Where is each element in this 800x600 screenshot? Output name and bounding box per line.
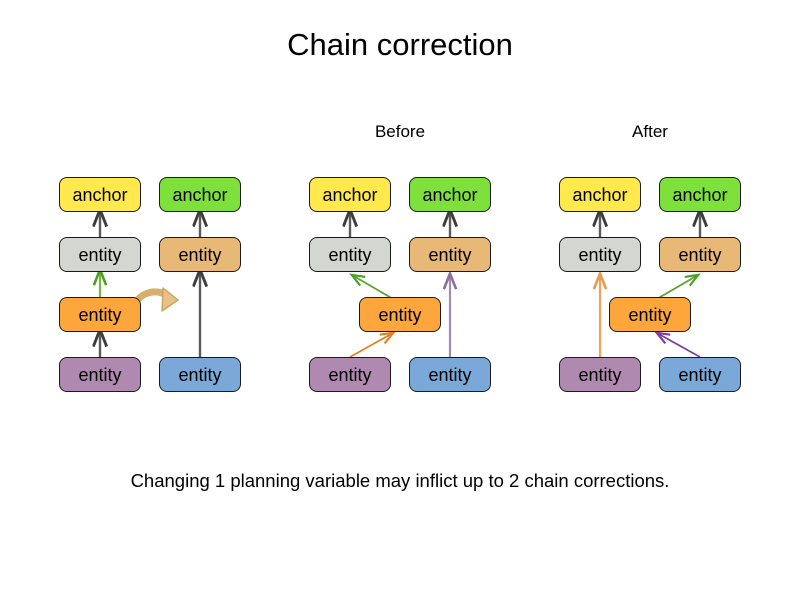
node-p3-entity-grey[interactable]: entity	[559, 237, 641, 272]
caption-text: Changing 1 planning variable may inflict…	[130, 470, 670, 491]
node-p1-entity-purple[interactable]: entity	[59, 357, 141, 392]
node-p3-entity-blue[interactable]: entity	[659, 357, 741, 392]
node-p3-entity-purple[interactable]: entity	[559, 357, 641, 392]
arrow-blue-to-orange	[657, 333, 701, 358]
node-p1-anchor-yellow[interactable]: anchor	[59, 177, 141, 212]
panel-after-arrows	[600, 210, 701, 358]
node-p2-entity-purple[interactable]: entity	[309, 357, 391, 392]
node-p2-anchor-yellow[interactable]: anchor	[309, 177, 391, 212]
node-p3-entity-tan[interactable]: entity	[659, 237, 741, 272]
node-p1-entity-grey[interactable]: entity	[59, 237, 141, 272]
node-p2-entity-grey[interactable]: entity	[309, 237, 391, 272]
node-p3-anchor-yellow[interactable]: anchor	[559, 177, 641, 212]
panel-label-after: After	[632, 122, 668, 141]
node-p3-anchor-green[interactable]: anchor	[659, 177, 741, 212]
node-p1-anchor-green[interactable]: anchor	[159, 177, 241, 212]
node-p3-entity-orange[interactable]: entity	[609, 297, 691, 332]
panel-label-before: Before	[374, 122, 426, 141]
node-p1-entity-blue[interactable]: entity	[159, 357, 241, 392]
node-p2-entity-orange[interactable]: entity	[359, 297, 441, 332]
panel-original-arrows	[100, 210, 200, 357]
arrow-purple-to-orange	[349, 333, 393, 358]
panel-before-arrows	[349, 210, 450, 358]
node-p1-entity-tan[interactable]: entity	[159, 237, 241, 272]
node-p1-entity-orange[interactable]: entity	[59, 297, 141, 332]
node-p2-entity-tan[interactable]: entity	[409, 237, 491, 272]
node-p2-entity-blue[interactable]: entity	[409, 357, 491, 392]
node-p2-anchor-green[interactable]: anchor	[409, 177, 491, 212]
page-title: Chain correction	[287, 27, 513, 62]
